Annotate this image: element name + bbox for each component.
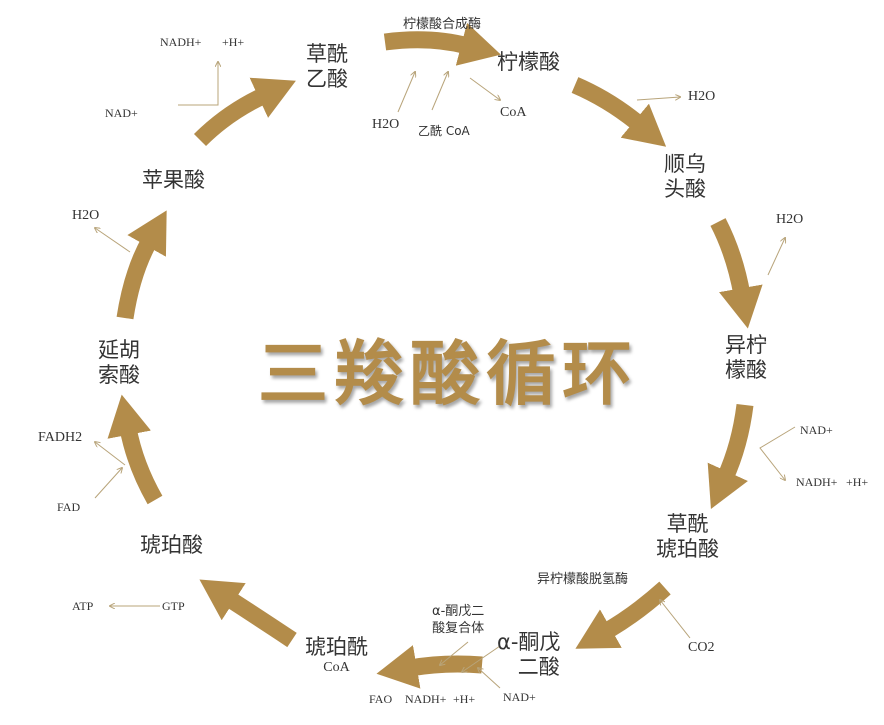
compound-isocitrate: 异柠檬酸 [725, 333, 767, 382]
cofactor-h: +H+ [846, 475, 869, 489]
compound-citrate: 柠檬酸 [497, 50, 560, 74]
arrow-aconitate-isocitrate [710, 218, 763, 329]
compound-akg: α-酮戊二酸 [497, 630, 561, 679]
cofactor-nad: NAD+ [800, 423, 833, 437]
compound-cis-aconitate: 顺乌头酸 [664, 152, 706, 201]
cofactor-acetyl-coa: 乙酰 CoA [418, 124, 470, 138]
diagram-title: 三羧酸循环 [258, 333, 638, 415]
enzyme-idh: 异柠檬酸脱氢酶 [537, 572, 629, 587]
enzyme-akg-complex: α-酮戊二酸复合体 [432, 604, 485, 636]
cofactor-h2o: H2O [72, 208, 100, 223]
arrow-oxalosuccinate-akg [575, 581, 671, 649]
cofactor-h2o: H2O [372, 117, 400, 132]
cofactor-nadh: NADH+ [405, 692, 447, 706]
cofactor-nadh: NADH+ [796, 475, 838, 489]
cofactor-h: +H+ [453, 692, 476, 706]
compound-oxalosuccinate: 草酰琥珀酸 [656, 512, 719, 561]
cofactor-coa: CoA [500, 105, 527, 120]
enzyme-citrate-synthase: 柠檬酸合成酶 [403, 17, 482, 32]
arrow-oxaloacetate-citrate [383, 22, 501, 66]
arrow-succinate-fumarate [107, 394, 163, 505]
cofactor-atp: ATP [72, 599, 94, 613]
cofactor-fadh2: FADH2 [38, 430, 83, 445]
compound-fumarate: 延胡索酸 [98, 338, 140, 387]
arrow-isocitrate-oxalosuccinate [707, 403, 754, 509]
cofactor-co2: CO2 [688, 640, 715, 655]
cofactor-h: +H+ [222, 35, 245, 49]
arrow-malate-oxaloacetate [193, 77, 296, 147]
cofactor-gtp: GTP [162, 599, 185, 613]
cofactor-fad: FAD [57, 500, 81, 514]
cofactor-h2o: H2O [776, 212, 804, 227]
compound-oxaloacetate: 草酰乙酸 [306, 42, 348, 91]
arrow-succinylcoa-succinate [199, 579, 297, 648]
cofactor-nad: NAD+ [105, 106, 138, 120]
cofactor-fao: FAO [369, 692, 393, 706]
cofactor-h2o: H2O [688, 89, 716, 104]
arrow-citrate-aconitate [571, 77, 667, 147]
compound-malate: 苹果酸 [142, 168, 205, 192]
compound-succinate: 琥珀酸 [140, 533, 203, 557]
cofactor-nadh: NADH+ [160, 35, 202, 49]
cofactor-nad: NAD+ [503, 690, 536, 704]
arrow-fumarate-malate [116, 210, 167, 320]
